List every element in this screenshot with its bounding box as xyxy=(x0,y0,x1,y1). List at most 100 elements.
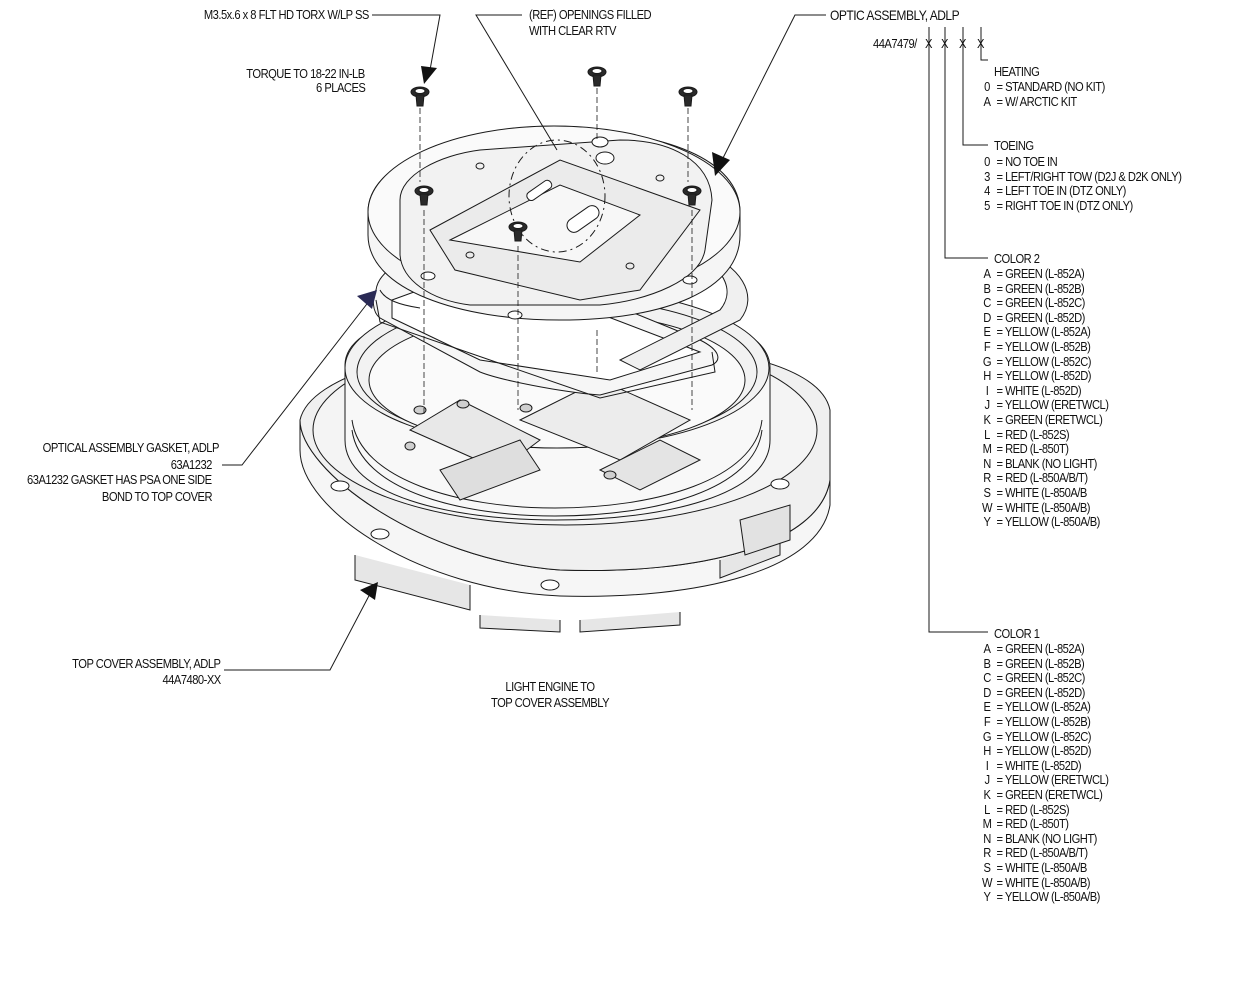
gasket-label-line4: BOND TO TOP COVER xyxy=(101,489,213,504)
color1-option-code: S xyxy=(983,860,991,875)
openings-label-line1: (REF) OPENINGS FILLED xyxy=(529,7,652,22)
color1-option-row: W= WHITE (L-850A/B) xyxy=(981,874,1091,890)
color1-option-code: I xyxy=(985,757,989,773)
flange-hole xyxy=(370,528,390,540)
heating-option-row: A= W/ ARCTIC KIT xyxy=(981,93,1078,109)
plate-hole xyxy=(591,136,609,148)
heating-option-code: A xyxy=(983,93,991,109)
color1-option-desc: = WHITE (L-852D) xyxy=(996,757,1082,773)
color1-option-row: F= YELLOW (L-852B) xyxy=(981,715,1091,729)
color2-option-desc: = WHITE (L-852D) xyxy=(996,382,1082,398)
color2-option-desc: = RED (L-850A/B/T) xyxy=(996,470,1088,486)
plate-hole xyxy=(420,271,436,281)
color1-option-desc: = GREEN (ERETWCL) xyxy=(996,787,1103,802)
optic-assembly-title: OPTIC ASSEMBLY, ADLP xyxy=(830,7,960,23)
color2-option-desc: = GREEN (L-852B) xyxy=(996,280,1085,296)
color1-option-desc: = GREEN (L-852A) xyxy=(996,641,1085,656)
torque-label-line1: TORQUE TO 18-22 IN-LB xyxy=(246,66,366,81)
screw xyxy=(414,185,434,206)
color2-option-row: L= RED (L-852S) xyxy=(981,426,1069,442)
screw xyxy=(587,66,607,87)
color1-option-row: I = WHITE (L-852D) xyxy=(981,757,1082,773)
color1-option-code: K xyxy=(983,787,991,802)
heating-option-desc: = STANDARD (NO KIT) xyxy=(996,79,1105,94)
color2-option-row: N= BLANK (NO LIGHT) xyxy=(981,455,1097,471)
color1-option-desc: = YELLOW (L-850A/B) xyxy=(996,889,1100,905)
color1-option-row: N= BLANK (NO LIGHT) xyxy=(981,830,1097,846)
leader-lines xyxy=(222,14,826,671)
color1-option-row: D= GREEN (L-852D) xyxy=(981,684,1085,700)
color1-option-row: A= GREEN (L-852A) xyxy=(981,641,1085,656)
flange-hole xyxy=(330,480,350,492)
color2-option-desc: = YELLOW (L-850A/B) xyxy=(996,514,1100,530)
color2-option-code: I xyxy=(985,382,989,398)
heating-title: HEATING xyxy=(994,64,1040,79)
color2-option-code: N xyxy=(983,455,991,471)
part-number-prefix: 44A7479/ xyxy=(873,36,917,51)
color2-option-code: L xyxy=(984,426,990,442)
color1-option-desc: = YELLOW (L-852C) xyxy=(996,728,1091,744)
color2-option-desc: = YELLOW (L-852A) xyxy=(996,324,1091,340)
heating-option-code: 0 xyxy=(984,79,990,94)
color2-option-code: D xyxy=(983,309,991,325)
toeing-option-desc: = NO TOE IN xyxy=(996,154,1058,169)
color1-option-row: G= YELLOW (L-852C) xyxy=(981,728,1092,744)
color2-option-desc: = GREEN (L-852A) xyxy=(996,266,1085,281)
part-slot-toeing: X xyxy=(959,36,966,51)
toeing-option-row: 0 = NO TOE IN xyxy=(981,154,1058,169)
toeing-option-code: 0 xyxy=(984,154,990,169)
toeing-option-desc: = LEFT TOE IN (DTZ ONLY) xyxy=(996,183,1126,199)
plate-hole xyxy=(507,310,523,320)
color2-option-row: S= WHITE (L-850A/B xyxy=(981,485,1088,500)
arrow-head xyxy=(360,582,378,600)
drawing-caption-line2: TOP COVER ASSEMBLY xyxy=(490,695,610,710)
color1-option-code: N xyxy=(983,830,991,846)
color2-option-row: B= GREEN (L-852B) xyxy=(981,280,1085,296)
color1-option-desc: = WHITE (L-850A/B) xyxy=(996,874,1091,890)
color2-option-row: W= WHITE (L-850A/B) xyxy=(981,500,1091,515)
top-cover-label-line2: 44A7480-XX xyxy=(162,672,222,687)
screw xyxy=(508,221,528,242)
color2-option-row: H = YELLOW (L-852D) xyxy=(981,369,1091,383)
color2-option-desc: = GREEN (L-852D) xyxy=(996,309,1085,325)
arrow-head xyxy=(357,290,377,309)
color2-title: COLOR 2 xyxy=(994,251,1040,266)
color2-option-row: I = WHITE (L-852D) xyxy=(981,382,1082,398)
color2-option-desc: = YELLOW (L-852D) xyxy=(996,368,1091,384)
gasket-label-line1: OPTICAL ASSEMBLY GASKET, ADLP xyxy=(42,440,220,455)
color2-option-row: F = YELLOW (L-852B) xyxy=(981,339,1091,354)
toeing-option-code: 5 xyxy=(984,197,990,213)
part-slot-heating: X xyxy=(977,36,984,51)
color2-option-code: C xyxy=(983,295,991,311)
top-cover-label-line1: TOP COVER ASSEMBLY, ADLP xyxy=(72,656,222,671)
color2-option-desc: = GREEN (L-852C) xyxy=(996,295,1085,311)
color1-option-row: B= GREEN (L-852B) xyxy=(981,656,1085,671)
flange-hole xyxy=(540,579,560,591)
color2-option-code: M xyxy=(982,441,992,457)
part-slot-color1: X xyxy=(925,36,932,51)
color2-option-row: M= RED (L-850T) xyxy=(981,441,1069,457)
color2-option-code: R xyxy=(983,470,991,486)
toeing-option-desc: = RIGHT TOE IN (DTZ ONLY) xyxy=(996,197,1133,213)
color2-option-desc: = WHITE (L-850A/B xyxy=(996,485,1087,500)
color2-option-desc: = YELLOW (L-852C) xyxy=(996,353,1091,369)
color2-option-desc: = YELLOW (ERETWCL) xyxy=(996,397,1109,413)
toeing-option-row: 5 = RIGHT TOE IN (DTZ ONLY) xyxy=(981,197,1133,213)
color2-option-code: H xyxy=(983,368,991,384)
toeing-option-code: 3 xyxy=(984,168,990,184)
color1-option-row: L= RED (L-852S) xyxy=(981,801,1070,817)
color2-option-row: J= YELLOW (ERETWCL) xyxy=(981,398,1108,412)
screws xyxy=(410,66,702,416)
color2-option-code: F xyxy=(983,339,991,354)
color1-option-row: Y= YELLOW (L-850A/B) xyxy=(981,889,1101,905)
color1-option-row: H= YELLOW (L-852D) xyxy=(981,744,1091,758)
color1-option-row: E= YELLOW (L-852A) xyxy=(981,700,1091,714)
color1-option-desc: = GREEN (L-852C) xyxy=(996,670,1085,686)
gasket-label-line2: 63A1232 xyxy=(170,457,213,472)
color2-option-row: A= GREEN (L-852A) xyxy=(981,266,1085,281)
color2-option-desc: = YELLOW (L-852B) xyxy=(996,339,1091,354)
color2-option-row: Y= YELLOW (L-850A/B) xyxy=(981,514,1101,530)
color1-option-code: D xyxy=(983,684,991,700)
arrow-head xyxy=(421,66,437,84)
color1-option-desc: = RED (L-852S) xyxy=(996,801,1070,817)
